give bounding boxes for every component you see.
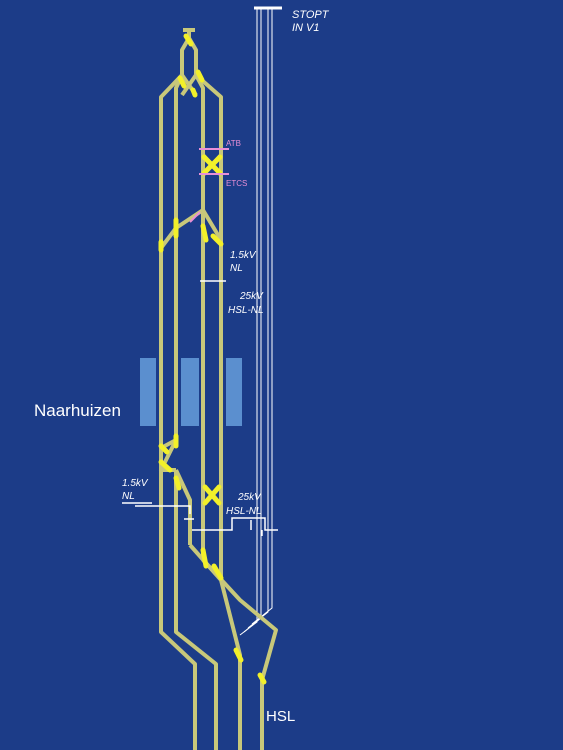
voltage-top-label-1: 1.5kV xyxy=(230,250,257,261)
station-name: Naarhuizen xyxy=(34,401,121,420)
voltage-25-label-1: 25kV xyxy=(239,291,264,302)
atb-label: ATB xyxy=(226,139,241,148)
voltage-separators xyxy=(122,280,278,536)
voltage-left-label-2: NL xyxy=(122,491,135,502)
platform-3 xyxy=(226,358,242,426)
hsl-label: HSL xyxy=(266,708,295,725)
platform-1 xyxy=(140,358,156,426)
stopt-label-line1: STOPT xyxy=(292,9,330,21)
platform-2 xyxy=(181,358,199,426)
signal-markers xyxy=(189,148,229,223)
stopt-label-line2: IN V1 xyxy=(292,22,320,34)
voltage-top-label-2: NL xyxy=(230,263,243,274)
hsl-line xyxy=(239,8,273,636)
switches xyxy=(158,33,267,685)
crossing-marker xyxy=(189,211,201,223)
voltage-lower-label-1: 25kV xyxy=(237,492,262,503)
etcs-label: ETCS xyxy=(226,179,247,188)
tracks xyxy=(159,28,278,750)
voltage-lower-label-2: HSL-NL xyxy=(226,506,262,517)
platforms xyxy=(140,358,242,426)
voltage-25-label-2: HSL-NL xyxy=(228,305,264,316)
voltage-left-label-1: 1.5kV xyxy=(122,478,149,489)
